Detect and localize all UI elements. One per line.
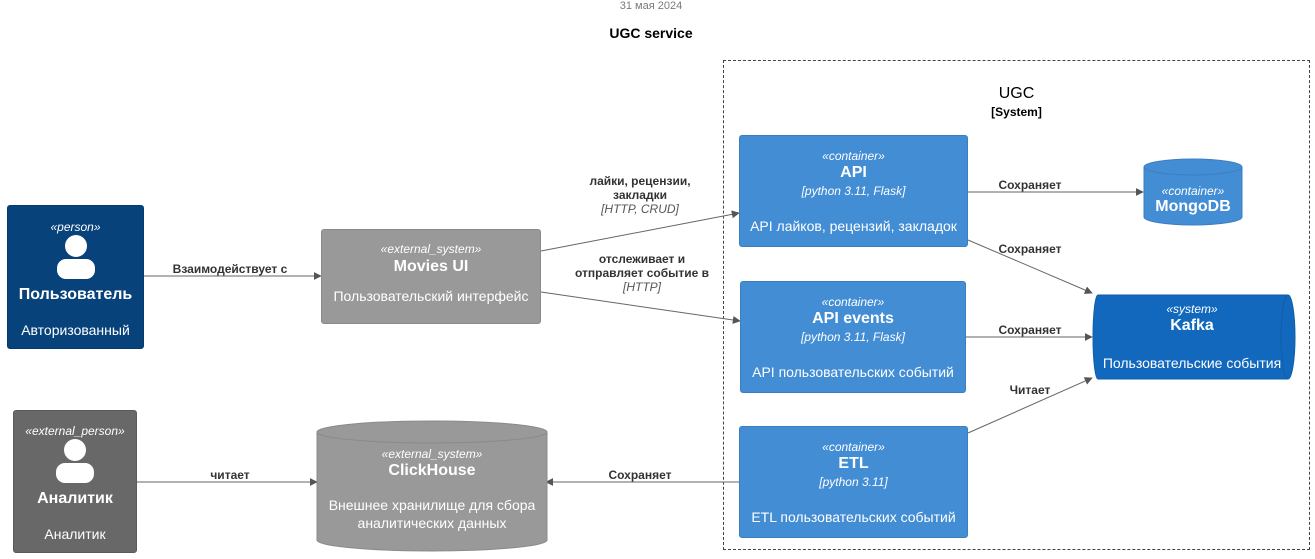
- mongodb-name: MongoDB: [1155, 198, 1231, 215]
- movies-ui-description: Пользовательский интерфейс: [333, 288, 529, 304]
- edge-label-ui-api-tech: [HTTP, CRUD]: [601, 202, 679, 216]
- edge-ui-api: [540, 210, 740, 252]
- edge-ui-events: [540, 291, 741, 324]
- edge-label-api-kafka: Сохраняет: [998, 242, 1062, 256]
- api-events-tech: [python 3.11, Flask]: [801, 330, 905, 344]
- external-system-movies-ui[interactable]: «external_system» Movies UI Пользователь…: [321, 229, 541, 324]
- person-user-description: Авторизованный: [21, 322, 130, 338]
- ugc-system-boundary: [723, 60, 1310, 550]
- edge-api-kafka: [967, 239, 1093, 294]
- clickhouse-description-line1: Внешнее хранилище для сбора: [328, 497, 536, 513]
- edge-label-ui-api-line2: закладки: [613, 188, 667, 202]
- clickhouse-stereotype: «external_system»: [381, 447, 483, 461]
- etl-name: ETL: [838, 455, 869, 472]
- api-stereotype: «container»: [822, 149, 885, 163]
- mongodb-stereotype: «container»: [1161, 184, 1225, 198]
- container-api-events[interactable]: «container» API events [python 3.11, Fla…: [740, 281, 966, 393]
- person-user-name: Пользователь: [18, 286, 133, 303]
- api-tech: [python 3.11, Flask]: [801, 184, 906, 198]
- edge-label-user-ui: Взаимодействует с: [172, 262, 288, 276]
- edge-label-ui-events-tech: [HTTP]: [623, 280, 661, 294]
- person-icon: [56, 235, 95, 279]
- etl-stereotype: «container»: [822, 440, 885, 454]
- kafka-description: Пользовательские события: [1102, 355, 1282, 371]
- clickhouse-name: ClickHouse: [388, 462, 476, 479]
- api-events-description: API пользовательских событий: [752, 364, 954, 380]
- etl-description: ETL пользовательских событий: [751, 509, 956, 525]
- edge-label-ui-events: отслеживает и отправляет событие в [HTTP…: [562, 252, 722, 294]
- diagram-title: UGC service: [609, 25, 693, 41]
- kafka-name: Kafka: [1170, 317, 1214, 334]
- api-description: API лайков, рецензий, закладок: [750, 218, 957, 234]
- edge-label-api-mongo: Сохраняет: [998, 178, 1062, 192]
- external-system-clickhouse[interactable]: «external_system» ClickHouse Внешнее хра…: [316, 420, 548, 552]
- edge-label-ui-api: лайки, рецензии, закладки [HTTP, CRUD]: [570, 174, 710, 216]
- container-api[interactable]: «container» API [python 3.11, Flask] API…: [739, 135, 968, 247]
- edge-label-events-kafka: Сохраняет: [998, 323, 1062, 337]
- boundary-title: UGC: [998, 85, 1035, 102]
- edge-label-analyst-clickhouse: читает: [210, 468, 250, 482]
- api-events-stereotype: «container»: [821, 295, 885, 309]
- edge-label-ui-events-line1: отслеживает и: [598, 252, 686, 266]
- boundary-type: [System]: [991, 105, 1042, 119]
- analyst-description: Аналитик: [44, 526, 106, 542]
- container-mongodb[interactable]: «container» MongoDB: [1143, 158, 1243, 226]
- movies-ui-name: Movies UI: [393, 258, 469, 275]
- edge-label-ui-api-line1: лайки, рецензии,: [589, 174, 691, 188]
- diagram-date: 31 мая 2024: [619, 0, 683, 12]
- movies-ui-stereotype: «external_system»: [380, 242, 482, 256]
- system-kafka[interactable]: «system» Kafka Пользовательские события: [1092, 294, 1292, 380]
- clickhouse-description-line2: аналитических данных: [357, 515, 507, 531]
- analyst-name: Аналитик: [37, 490, 113, 507]
- edge-label-ui-events-line2: отправляет событие в: [574, 266, 710, 280]
- kafka-stereotype: «system»: [1166, 302, 1218, 316]
- edge-etl-kafka: [967, 377, 1093, 434]
- person-user[interactable]: «person» Пользователь Авторизованный: [7, 205, 144, 349]
- api-events-name: API events: [812, 310, 894, 327]
- api-name: API: [840, 164, 867, 181]
- edge-label-etl-kafka: Читает: [1009, 383, 1051, 397]
- mongodb-cylinder-shape: [1143, 158, 1243, 226]
- kafka-queue-shape: [1092, 294, 1296, 380]
- etl-tech: [python 3.11]: [819, 475, 888, 489]
- person-user-stereotype: «person»: [50, 220, 101, 234]
- external-person-analyst[interactable]: «external_person» Аналитик Аналитик: [13, 410, 137, 553]
- edge-label-etl-clickhouse: Сохраняет: [608, 468, 672, 482]
- container-etl[interactable]: «container» ETL [python 3.11] ETL пользо…: [739, 426, 968, 538]
- analyst-stereotype: «external_person»: [25, 424, 125, 438]
- clickhouse-cylinder-shape: [316, 420, 548, 552]
- person-icon: [56, 439, 94, 483]
